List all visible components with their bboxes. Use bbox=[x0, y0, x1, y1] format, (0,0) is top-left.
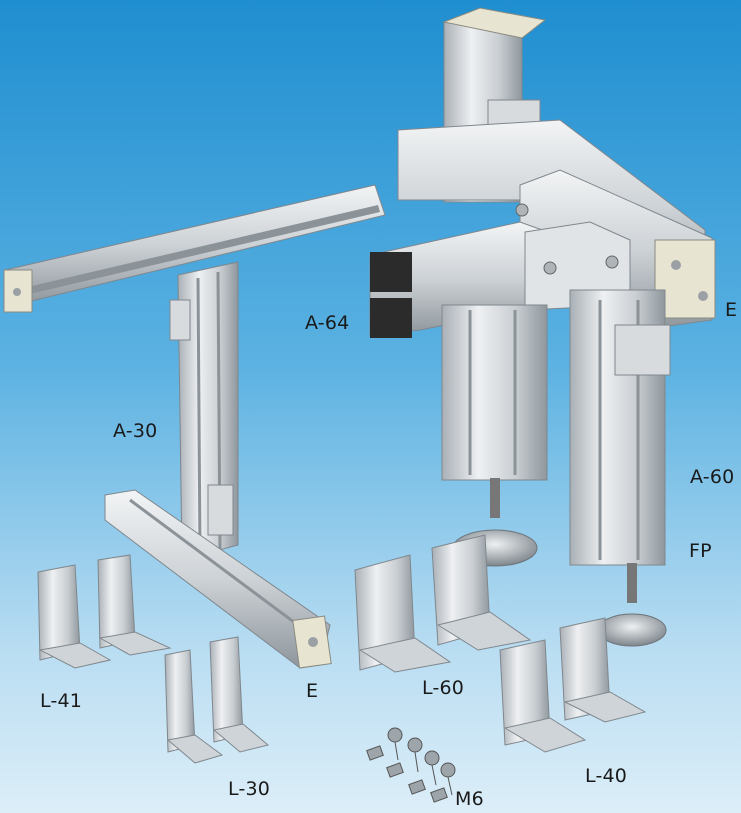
label-l41: L-41 bbox=[40, 690, 83, 712]
m6-hardware bbox=[366, 727, 456, 803]
l60-brackets bbox=[354, 534, 532, 673]
leveling-foot bbox=[597, 563, 667, 647]
label-l40: L-40 bbox=[585, 765, 628, 787]
label-l30: L-30 bbox=[228, 778, 271, 800]
l41-brackets bbox=[37, 554, 172, 669]
label-m6: M6 bbox=[455, 788, 484, 810]
a30-stand bbox=[3, 184, 386, 669]
a64-a60-assembly bbox=[369, 7, 716, 647]
label-e-right: E bbox=[725, 299, 738, 321]
label-e-left: E bbox=[306, 680, 319, 702]
l30-brackets bbox=[164, 636, 270, 764]
label-a64: A-64 bbox=[305, 312, 350, 334]
l40-brackets bbox=[499, 617, 647, 753]
label-a30: A-30 bbox=[113, 420, 158, 442]
label-fp: FP bbox=[689, 540, 712, 562]
label-l60: L-60 bbox=[422, 677, 465, 699]
bracket bbox=[169, 299, 191, 341]
bracket bbox=[207, 484, 234, 536]
label-a60: A-60 bbox=[690, 466, 735, 488]
